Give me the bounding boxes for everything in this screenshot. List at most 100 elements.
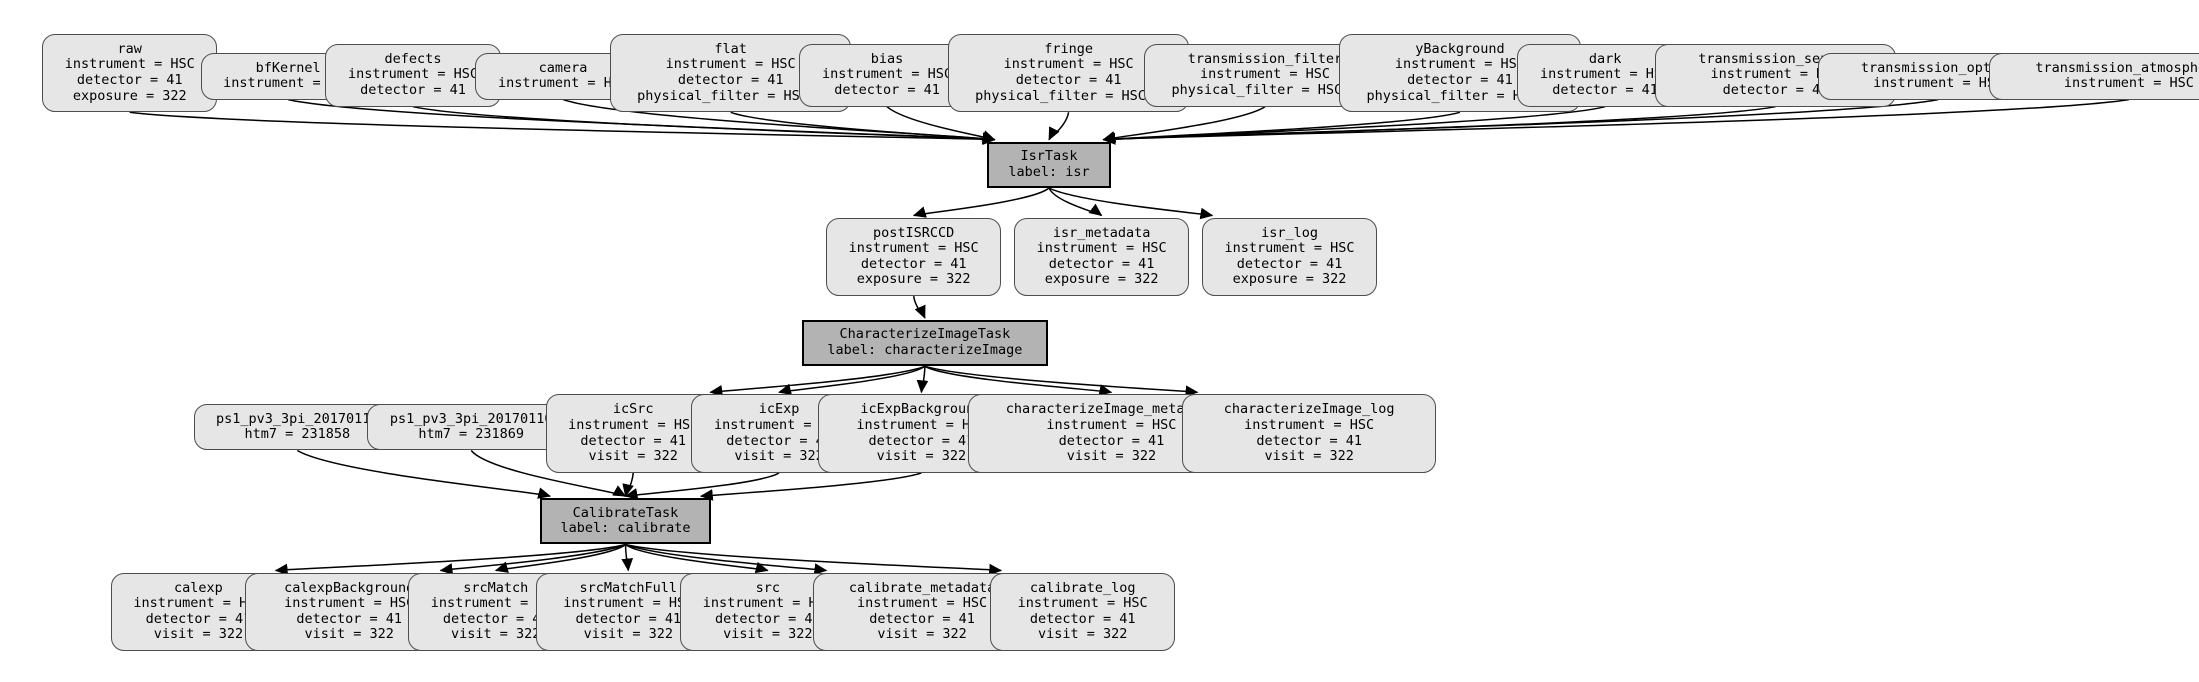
node-title: characterizeImage_metadata: [1005, 401, 1218, 418]
node-detail-line: exposure = 322: [856, 271, 971, 288]
node-title: postISRCCD: [873, 224, 955, 241]
node-detail-line: instrument = HSC: [1540, 66, 1671, 83]
edge-icSrc-to-calibrate: [622, 472, 634, 498]
node-title: dark: [1588, 50, 1622, 67]
node-title: ps1_pv3_3pi_20170110: [216, 410, 379, 427]
node-title: camera: [538, 59, 588, 76]
edge-characterizeImage-to-icExpBackground: [916, 366, 929, 394]
node-detail-line: instrument = HSC: [1046, 417, 1177, 433]
node-detail-line: instrument = HSC: [1244, 417, 1375, 433]
edge-fringe-to-isr: [1048, 112, 1070, 141]
node-detail-line: physical_filter = HSC-Y: [637, 87, 825, 104]
node-detail-line: instrument = HSC: [498, 75, 629, 92]
edge-characterizeImage-to-icSrc: [709, 365, 926, 397]
node-title: calibrate_metadata: [848, 579, 996, 596]
node-detail-line: instrument = HSC: [822, 66, 953, 83]
node-detail-line: detector = 41: [360, 81, 466, 98]
edge-isr-to-isr_metadata: [1048, 187, 1103, 217]
node-detail-line: detector = 41: [868, 432, 975, 449]
node-detail-line: instrument = HSC: [1003, 56, 1134, 73]
node-detail-line: instrument = HSC: [1394, 56, 1525, 73]
node-detail-line: physical_filter = HSC-Y: [975, 87, 1163, 104]
edge-calibrate-to-calibrate_log: [625, 543, 1003, 576]
node-title: icExpBackground: [860, 401, 983, 418]
node-title: src: [755, 579, 781, 596]
node-detail-line: visit = 322: [877, 626, 967, 643]
node-title: calibrate_log: [1029, 579, 1136, 596]
node-title: ps1_pv3_3pi_20170110: [389, 410, 553, 427]
node-detail-line: visit = 322: [153, 626, 244, 643]
node-detail-line: visit = 322: [723, 626, 813, 643]
node-detail-line: instrument = HSC: [568, 417, 699, 433]
node-title: transmission_filter: [1187, 50, 1343, 67]
edge-isr-to-isr_log: [1048, 187, 1214, 220]
node-detail-line: detector = 41: [296, 610, 403, 627]
node-title: yBackground: [1415, 40, 1505, 57]
node-detail-line: exposure = 322: [1044, 271, 1159, 288]
dataset-node-transmission_atmosphere[interactable]: transmission_atmosphereinstrument = HSC: [1988, 53, 2199, 100]
node-title: isr_metadata: [1052, 224, 1151, 241]
node-title: srcMatchFull: [579, 579, 678, 596]
node-detail-line: instrument = HSC: [2063, 75, 2194, 92]
edge-calibrate-to-calexpBackground: [439, 543, 626, 575]
node-title: flat: [714, 40, 747, 57]
node-title: bias: [870, 50, 904, 67]
edge-calibrate-to-calexp: [274, 543, 626, 576]
node-detail-line: visit = 322: [876, 448, 967, 465]
node-detail-line: detector = 41: [1722, 81, 1829, 98]
node-detail-line: instrument = HSC: [133, 595, 264, 612]
node-detail-line: instrument = HSC: [284, 595, 415, 612]
node-detail-line: htm7 = 231858: [244, 426, 351, 443]
node-detail-line: visit = 322: [451, 626, 541, 643]
node-detail-line: detector = 41: [1407, 71, 1513, 88]
node-detail-line: detector = 41: [580, 432, 687, 449]
edge-icExp-to-calibrate: [624, 472, 780, 500]
node-title: characterizeImage_log: [1223, 401, 1395, 418]
node-detail-line: detector = 41: [860, 255, 967, 272]
node-title: icSrc: [612, 401, 654, 418]
node-detail-line: instrument = HSC: [856, 417, 987, 433]
node-detail-line: detector = 41: [1236, 255, 1343, 272]
node-detail-line: detector = 41: [442, 610, 549, 627]
node-title: calexp: [174, 579, 223, 596]
node-title: calexpBackground: [284, 579, 415, 596]
node-detail-line: instrument = HSC: [1017, 595, 1148, 612]
node-detail-line: detector = 41: [726, 432, 832, 449]
node-detail-line: detector = 41: [1058, 432, 1165, 449]
node-title: bfKernel: [255, 59, 321, 76]
node-detail-line: detector = 41: [1256, 432, 1362, 449]
edge-characterizeImage-to-characterizeImage_log: [924, 365, 1199, 397]
node-title: srcMatch: [463, 579, 529, 596]
edge-flat-to-isr: [730, 111, 996, 145]
node-detail-line: instrument = HSC: [1873, 75, 2004, 92]
node-detail-line: detector = 41: [1015, 71, 1122, 88]
node-detail-line: instrument = HSC: [64, 56, 195, 73]
node-title: isr_log: [1261, 224, 1318, 241]
node-detail-line: instrument = HSC: [848, 240, 979, 257]
node-detail-line: detector = 41: [575, 610, 682, 627]
edge-raw-to-isr: [129, 111, 996, 146]
node-detail-line: instrument = HSC: [1199, 66, 1330, 83]
node-title: CalibrateTask: [572, 504, 679, 521]
node-detail-line: instrument = HSC: [665, 56, 796, 73]
node-detail-line: visit = 322: [1066, 448, 1157, 465]
node-detail-line: instrument = HSC: [857, 595, 988, 612]
node-detail-line: instrument = HSC: [1036, 240, 1167, 257]
node-title: fringe: [1044, 40, 1094, 57]
node-title: transmission_optics: [1860, 59, 2016, 76]
edge-yBackground-to-isr: [1102, 111, 1461, 145]
node-detail-line: visit = 322: [588, 448, 678, 465]
